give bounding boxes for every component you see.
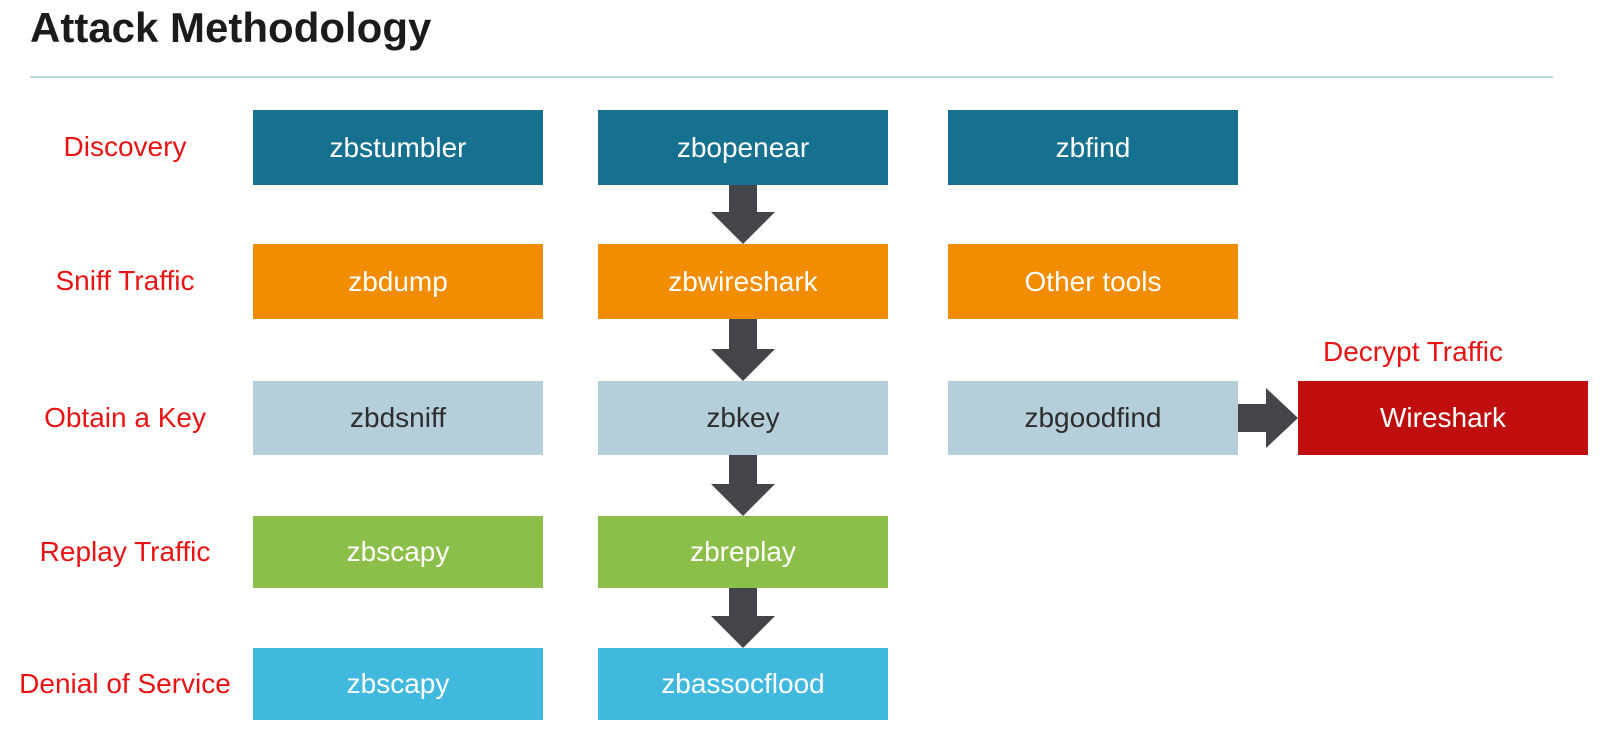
box-zbstumbler: zbstumbler: [253, 110, 543, 185]
arrow-down-icon: [711, 455, 775, 516]
box-other-tools: Other tools: [948, 244, 1238, 319]
row-label-obtain-a-key: Obtain a Key: [44, 401, 206, 433]
row-label-decrypt-traffic: Decrypt Traffic: [1323, 336, 1503, 367]
box-zbscapy-replay: zbscapy: [253, 516, 543, 588]
box-zbfind: zbfind: [948, 110, 1238, 185]
box-zbassocflood: zbassocflood: [598, 648, 888, 720]
row-label-denial-of-service: Denial of Service: [19, 667, 231, 699]
arrow-right-icon: [1238, 388, 1298, 448]
title-divider: [30, 76, 1553, 78]
box-zbwireshark: zbwireshark: [598, 244, 888, 319]
box-zbdsniff: zbdsniff: [253, 381, 543, 455]
row-label-sniff-traffic: Sniff Traffic: [55, 265, 195, 297]
box-wireshark: Wireshark: [1298, 381, 1588, 455]
page-title: Attack Methodology: [30, 4, 432, 51]
arrow-down-icon: [711, 588, 775, 648]
box-zbopenear: zbopenear: [598, 110, 888, 185]
row-label-discovery: Discovery: [63, 131, 187, 163]
box-zbscapy-dos: zbscapy: [253, 648, 543, 720]
box-zbgoodfind: zbgoodfind: [948, 381, 1238, 455]
box-zbreplay: zbreplay: [598, 516, 888, 588]
row-label-replay-traffic: Replay Traffic: [39, 535, 211, 567]
arrow-down-icon: [711, 319, 775, 381]
box-zbkey: zbkey: [598, 381, 888, 455]
box-zbdump: zbdump: [253, 244, 543, 319]
arrow-down-icon: [711, 185, 775, 244]
